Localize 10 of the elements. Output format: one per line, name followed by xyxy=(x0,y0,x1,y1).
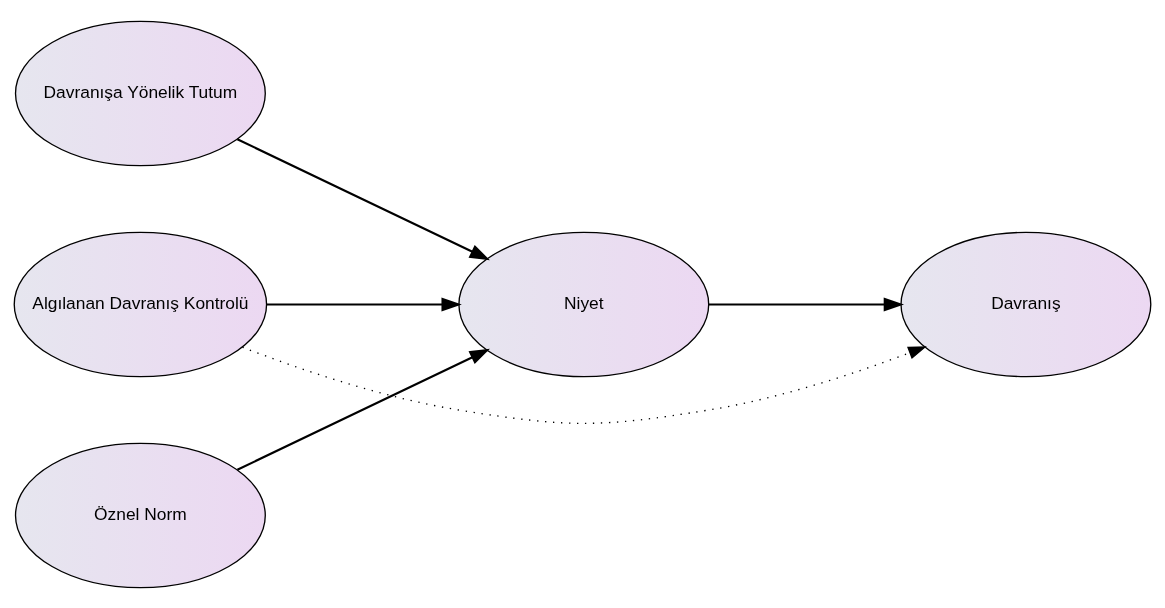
arrow xyxy=(236,348,490,471)
node-ellipse: Algılanan Davranış Kontrolü xyxy=(13,231,268,377)
arrow xyxy=(266,296,462,312)
node-ellipse: Niyet xyxy=(458,231,710,377)
node-ellipse: Öznel Norm xyxy=(14,442,266,588)
arrow xyxy=(241,345,927,424)
arrow xyxy=(236,137,490,260)
arrow xyxy=(708,296,904,312)
node-ellipse: Davranış xyxy=(900,231,1152,377)
node-ellipse: Davranışa Yönelik Tutum xyxy=(14,20,266,166)
